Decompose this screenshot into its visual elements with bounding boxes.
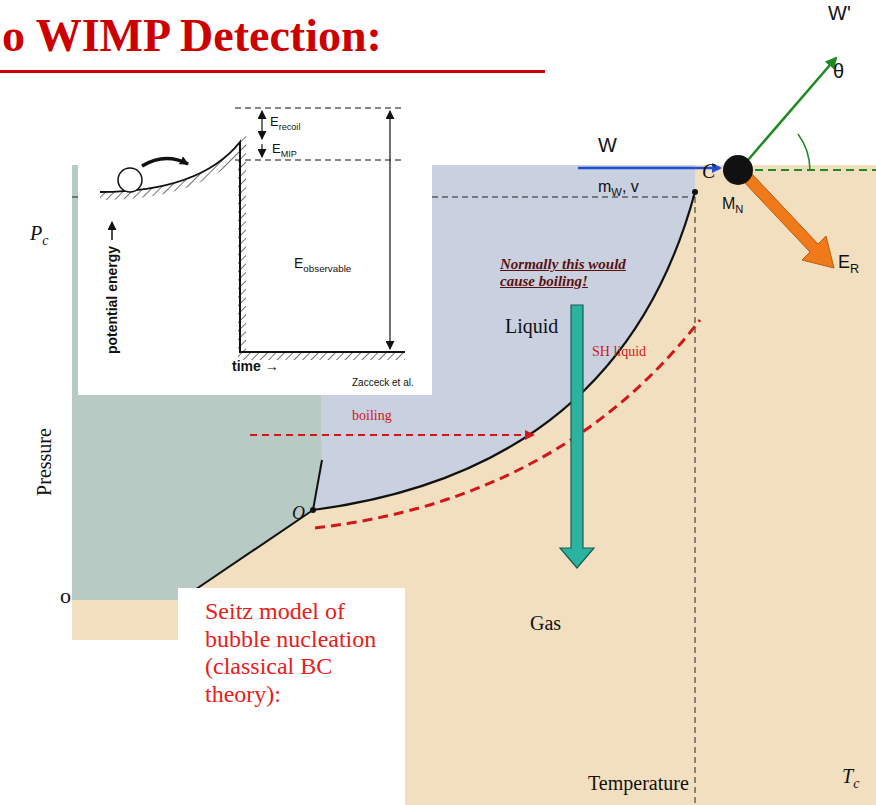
pressure-critical-label: Pc (30, 222, 48, 249)
phase-label: Liquid (505, 315, 558, 338)
mass-velocity-label: mW, v (598, 178, 639, 199)
annotation-note: Normally this would cause boiling! (498, 256, 652, 291)
critical-point-label: C (702, 160, 715, 183)
recoil-energy-label: ER (838, 252, 859, 276)
recoil-label: Erecoil (270, 115, 300, 132)
curve-label: boiling (352, 408, 392, 424)
axis-label: Temperature (588, 772, 689, 795)
temperature-critical-label: Tc (842, 765, 859, 792)
wimp-label: W (598, 134, 617, 157)
curve-label: SH liquid (592, 344, 646, 360)
model-note: Seitz model of bubble nucleation (classi… (205, 598, 400, 708)
mip-label: EMIP (272, 142, 297, 159)
axis-label: potential energy (104, 246, 120, 354)
angle-symbol: θ (833, 60, 844, 83)
axis-label: time → (232, 358, 279, 374)
slide-title: o WIMP Detection: (2, 10, 382, 63)
axis-label: Pressure (33, 428, 56, 496)
cropped-text: o (60, 583, 71, 608)
phase-label: Gas (530, 612, 561, 635)
observable-label: Eobservable (294, 255, 351, 274)
credit-note: Zacceck et al. (352, 377, 414, 389)
triple-point-label: O (292, 503, 305, 524)
angle-label-wprime: W' (828, 2, 851, 25)
nucleus-label: MN (722, 195, 743, 216)
